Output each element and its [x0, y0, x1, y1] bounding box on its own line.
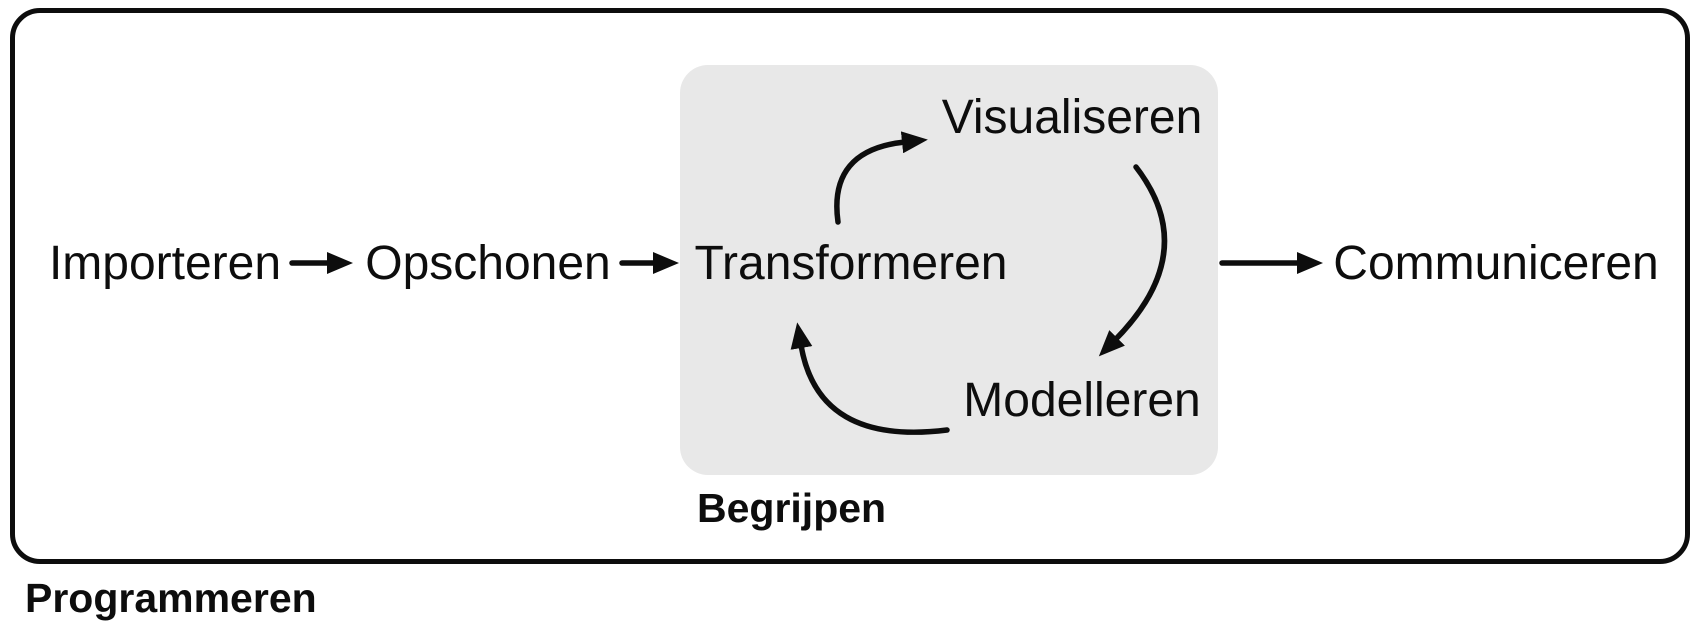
node-transformeren: Transformeren — [694, 237, 1008, 290]
node-modelleren: Modelleren — [963, 374, 1201, 427]
programmeren-caption: Programmeren — [25, 575, 317, 621]
node-importeren: Importeren — [48, 237, 282, 290]
node-opschonen: Opschonen — [365, 237, 611, 290]
node-communiceren: Communiceren — [1333, 237, 1659, 290]
programmeren-box — [10, 8, 1690, 564]
node-visualiseren: Visualiseren — [941, 91, 1203, 144]
begrijpen-caption: Begrijpen — [697, 485, 887, 531]
